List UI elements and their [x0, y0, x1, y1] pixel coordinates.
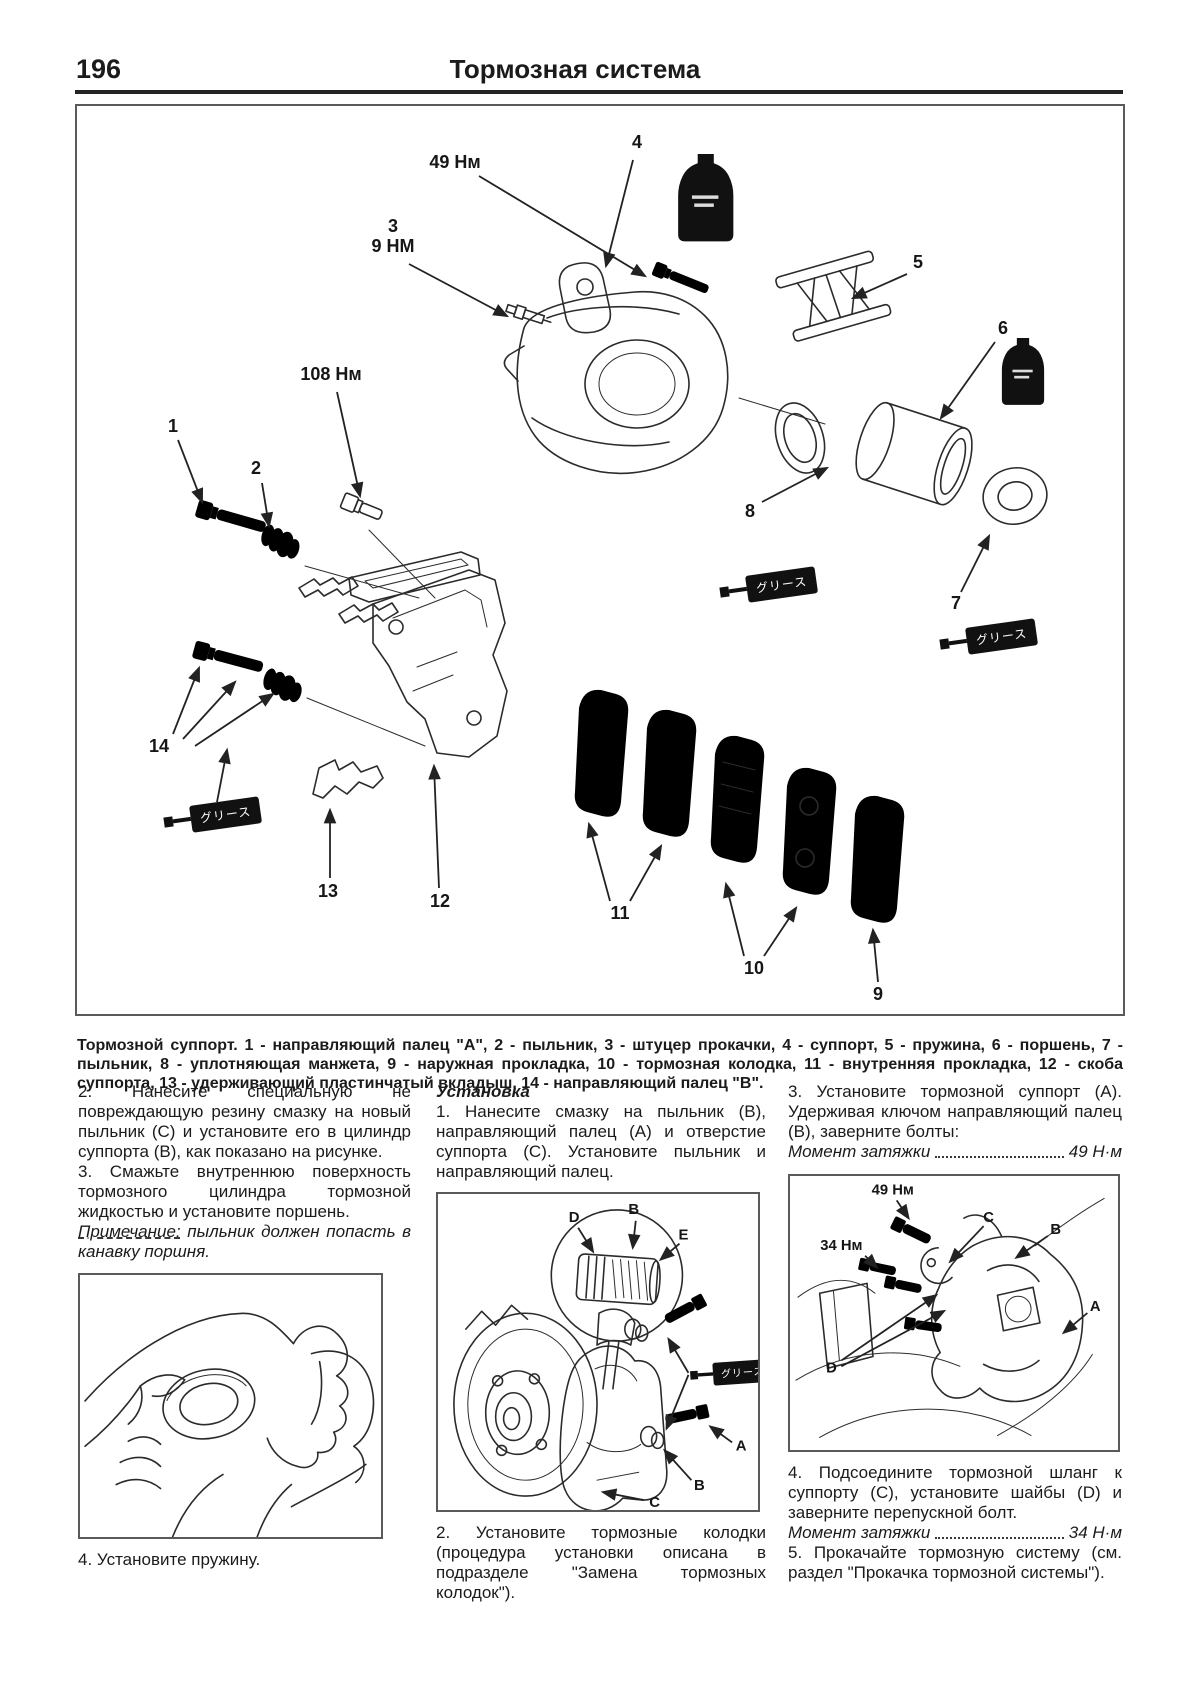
dust-seal-drawing — [982, 467, 1048, 525]
caliper-mounting-sketch: 49 Нм 34 Нм C B A D — [795, 1182, 1105, 1438]
part-10-label: 10 — [744, 958, 764, 978]
label-a: A — [736, 1438, 747, 1454]
column-middle: Установка 1. Нанесите смазку на пыльник … — [436, 1082, 766, 1603]
dotted-leader — [935, 1537, 1064, 1539]
installation-heading: Установка — [436, 1082, 530, 1101]
caliper-body-drawing — [503, 262, 729, 475]
step-5-bleed-text: 5. Прокачайте тормозную систему (см. раз… — [788, 1543, 1122, 1582]
bracket-drawing — [559, 1308, 668, 1510]
part-9-label: 9 — [873, 984, 883, 1004]
main-figure-caption: Тормозной суппорт. 1 - направляющий пале… — [77, 1037, 1123, 1092]
torque-label: Момент затяжки — [788, 1523, 931, 1542]
part-7-label: 7 — [951, 593, 961, 613]
caliper-install-figure: 49 Нм 34 Нм C B A D — [788, 1174, 1120, 1452]
page-title: Тормозная система — [449, 54, 701, 84]
step-4-hose-text: 4. Подсоедините тормозной шланг к суппор… — [788, 1463, 1122, 1522]
part-14-label: 14 — [149, 736, 169, 756]
torque-label: Момент затяжки — [788, 1142, 931, 1161]
rotor-and-bracket-sketch: グリース — [453, 1202, 758, 1510]
torque-value: 34 Н·м — [1068, 1523, 1122, 1542]
step-1-text: 1. Нанесите смазку на пыльник (В), напра… — [436, 1102, 766, 1181]
part-2-label: 2 — [251, 458, 261, 478]
part-11-label: 11 — [610, 903, 629, 923]
label-a: A — [1090, 1299, 1101, 1315]
note: Примечание: пыльник должен попасть в кан… — [78, 1222, 411, 1262]
retainer-shim-drawing — [312, 759, 384, 799]
page-number: 196 — [76, 54, 122, 84]
part-5-label: 5 — [913, 252, 923, 272]
label-d: D — [826, 1360, 837, 1376]
hands-installing-boot-sketch — [84, 1312, 375, 1537]
label-c: C — [649, 1495, 660, 1510]
banjo-bolt-drawing — [339, 492, 383, 520]
pin-boot-drawing — [257, 523, 304, 562]
guide-pin-a-drawing — [194, 499, 268, 537]
pin-boot-detail — [575, 1253, 661, 1306]
main-exploded-figure: グリース — [75, 104, 1125, 1016]
step-4-spring-caption: 4. Установите пружину. — [78, 1550, 261, 1569]
piston-drawing — [855, 401, 973, 506]
part-8-label: 8 — [745, 501, 755, 521]
column-left: 2. Нанесите специальную не повреждающую … — [78, 1082, 411, 1570]
brake-pads-drawing — [574, 689, 905, 923]
label-c: C — [983, 1210, 994, 1226]
figure-letter-labels: D B E A B C — [569, 1202, 747, 1510]
torque-34-label: 34 Нм — [820, 1238, 862, 1254]
pad-clip-drawing — [298, 576, 359, 598]
label-d: D — [569, 1210, 580, 1226]
piston-boot-sketch — [162, 1368, 256, 1440]
hands-install-figure — [78, 1273, 383, 1539]
part-4-label: 4 — [632, 132, 642, 152]
guide-pin-b-drawing — [191, 640, 265, 677]
part-3-label: 3 — [388, 216, 398, 236]
header-rule — [75, 90, 1123, 94]
label-b: B — [1050, 1222, 1061, 1238]
torque-spec-49: Момент затяжки 49 Н·м — [788, 1142, 1122, 1162]
part-1-label: 1 — [168, 416, 178, 436]
pad-spring-drawing — [775, 250, 892, 342]
part-13-label: 13 — [318, 881, 338, 901]
rotor-bracket-figure: グリース — [436, 1192, 760, 1512]
caliper-drawing — [930, 1214, 1084, 1403]
caliper-bolt-drawing — [651, 261, 711, 297]
dotted-leader — [935, 1156, 1064, 1158]
torque-value: 49 Н·м — [1068, 1142, 1122, 1161]
caliper-bracket-drawing — [348, 551, 508, 758]
rotor-drawing — [453, 1304, 598, 1497]
exploded-parts — [162, 154, 1048, 923]
step-2-text: 2. Нанесите специальную не повреждающую … — [78, 1082, 411, 1161]
torque-49-label: 49 Нм — [872, 1182, 914, 1198]
torque-49nm-label: 49 Нм — [429, 152, 480, 172]
step-3-caliper-text: 3. Установите тормозной суппорт (А). Уде… — [788, 1082, 1122, 1141]
note-label: Примечание: — [78, 1222, 181, 1241]
part-12-label: 12 — [430, 891, 450, 911]
inset-detail-circle — [550, 1209, 684, 1342]
callout-arrows — [172, 159, 996, 983]
step-2-pads-text: 2. Установите тормозные колодки (процеду… — [436, 1523, 766, 1602]
figure-labels: 49 Нм 34 Нм C B A D — [820, 1182, 1101, 1376]
brake-caliper-exploded-diagram: グリース — [149, 132, 1048, 1004]
part-6-label: 6 — [998, 318, 1008, 338]
torque-9nm-label: 9 НМ — [371, 236, 414, 256]
column-right: 3. Установите тормозной суппорт (А). Уде… — [788, 1082, 1122, 1583]
label-b2: B — [694, 1478, 705, 1494]
bleeder-screw-drawing — [505, 303, 552, 325]
label-b: B — [628, 1202, 639, 1218]
torque-spec-34: Момент затяжки 34 Н·м — [788, 1523, 1122, 1543]
label-e: E — [678, 1228, 688, 1244]
step-3-text: 3. Смажьте внутреннюю поверхность тормоз… — [78, 1162, 411, 1221]
callout-labels: 49 Нм 4 3 9 НМ 108 Нм 1 2 5 6 8 7 14 13 … — [149, 132, 1008, 1004]
torque-108nm-label: 108 Нм — [300, 364, 361, 384]
note-text: пыльник должен попасть в канавку поршня. — [78, 1222, 411, 1261]
hose-clip-drawing — [920, 1247, 953, 1285]
